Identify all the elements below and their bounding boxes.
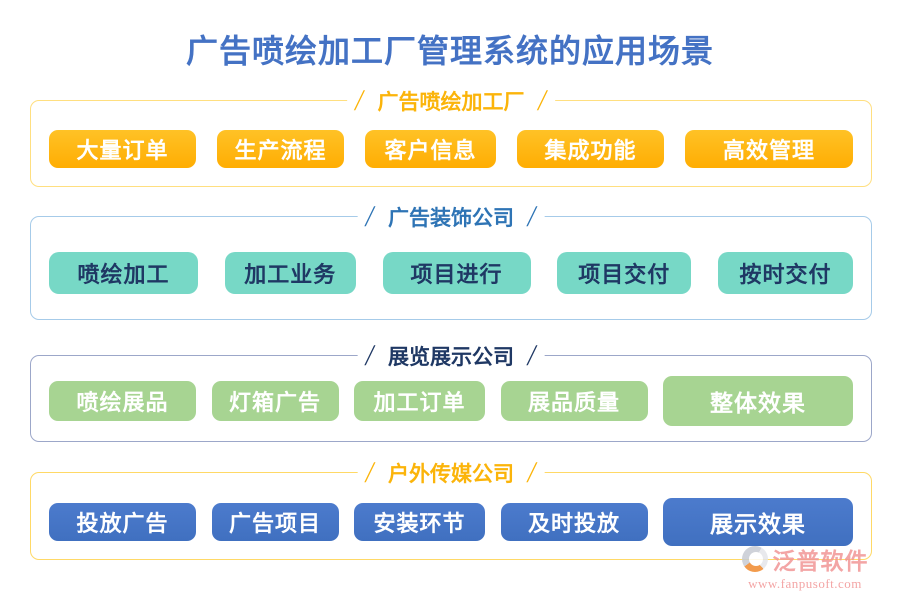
slash-decor-right: / (525, 456, 539, 489)
feature-chip: 展品质量 (500, 381, 648, 421)
slash-decor-left: / (352, 84, 366, 117)
chip-row: 喷绘加工 加工业务 项目进行 项目交付 按时交付 (49, 251, 853, 295)
feature-chip: 按时交付 (718, 252, 853, 294)
feature-chip: 客户信息 (365, 130, 496, 168)
feature-chip: 灯箱广告 (211, 381, 339, 421)
vendor-watermark: 泛普软件 www.fanpusoft.com (716, 542, 894, 592)
feature-chip: 生产流程 (217, 130, 344, 168)
section-header: / 户外传媒公司 / (357, 456, 545, 490)
feature-chip: 及时投放 (500, 503, 648, 541)
feature-chip: 喷绘展品 (49, 381, 196, 421)
section-title: 广告装饰公司 (388, 206, 514, 230)
feature-chip: 整体效果 (663, 376, 853, 426)
page-title: 广告喷绘加工厂管理系统的应用场景 (185, 33, 714, 69)
section-header: / 广告装饰公司 / (357, 200, 545, 234)
section-title: 户外传媒公司 (388, 462, 514, 486)
feature-chip: 加工订单 (354, 381, 485, 421)
section-title: 广告喷绘加工厂 (377, 90, 525, 114)
feature-chip: 投放广告 (49, 503, 196, 541)
feature-chip: 项目进行 (382, 252, 531, 294)
chip-row: 投放广告 广告项目 安装环节 及时投放 展示效果 (49, 498, 853, 546)
feature-chip: 大量订单 (49, 130, 196, 168)
feature-chip: 高效管理 (685, 130, 853, 168)
feature-chip: 集成功能 (517, 130, 664, 168)
chip-row: 喷绘展品 灯箱广告 加工订单 展品质量 整体效果 (49, 376, 853, 426)
vendor-brand-name: 泛普软件 (772, 549, 869, 574)
feature-chip: 喷绘加工 (49, 252, 198, 294)
feature-chip: 安装环节 (354, 503, 485, 541)
section-header: / 广告喷绘加工厂 / (347, 84, 555, 118)
feature-chip: 广告项目 (211, 503, 339, 541)
feature-chip: 展示效果 (663, 498, 853, 546)
slash-decor-left: / (363, 456, 377, 489)
chip-row: 大量订单 生产流程 客户信息 集成功能 高效管理 (49, 129, 853, 169)
section-box-ad-decoration-company: / 广告装饰公司 / 喷绘加工 加工业务 项目进行 项目交付 按时交付 (30, 200, 872, 320)
fanpu-logo-icon (741, 546, 768, 572)
feature-chip: 加工业务 (224, 252, 356, 294)
section-box-exhibition-company: / 展览展示公司 / 喷绘展品 灯箱广告 加工订单 展品质量 整体效果 (30, 339, 872, 442)
slash-decor-right: / (536, 84, 550, 117)
section-box-outdoor-media-company: / 户外传媒公司 / 投放广告 广告项目 安装环节 及时投放 展示效果 (30, 456, 872, 560)
slash-decor-right: / (525, 339, 539, 372)
section-box-ad-print-factory: / 广告喷绘加工厂 / 大量订单 生产流程 客户信息 集成功能 高效管理 (30, 84, 872, 187)
section-header: / 展览展示公司 / (357, 339, 545, 373)
slash-decor-left: / (363, 339, 377, 372)
slash-decor-left: / (363, 200, 377, 233)
section-title: 展览展示公司 (388, 345, 514, 369)
slash-decor-right: / (525, 200, 539, 233)
vendor-url[interactable]: www.fanpusoft.com (748, 576, 862, 591)
feature-chip: 项目交付 (557, 252, 692, 294)
